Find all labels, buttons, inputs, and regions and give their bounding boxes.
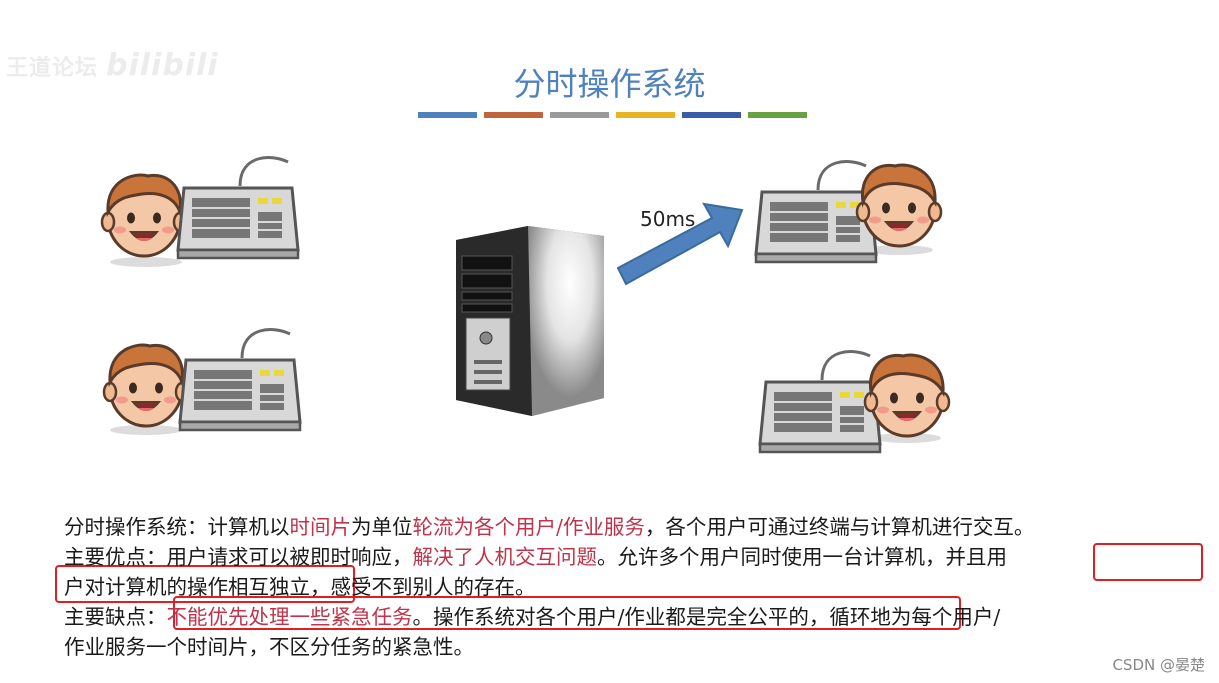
user-face-icon bbox=[100, 173, 188, 258]
csdn-credit: CSDN @晏楚 bbox=[1112, 656, 1205, 674]
arrow-icon bbox=[616, 202, 744, 286]
keyboard-icon bbox=[178, 328, 302, 432]
color-bar bbox=[418, 112, 477, 118]
text-line-advantages: 主要优点：用户请求可以被即时响应，解决了人机交互问题。允许多个用户同时使用一台计… bbox=[64, 545, 1007, 569]
keyboard-icon bbox=[758, 350, 882, 454]
color-bar bbox=[550, 112, 609, 118]
server-icon bbox=[456, 226, 604, 416]
watermark: 王道论坛 bilibili bbox=[6, 48, 219, 83]
text-line-disadvantages-cont: 作业服务一个时间片，不区分任务的紧急性。 bbox=[64, 635, 474, 659]
description-text: 分时操作系统：计算机以时间片为单位轮流为各个用户/作业服务，各个用户可通过终端与… bbox=[64, 512, 1214, 662]
watermark-text: 王道论坛 bbox=[6, 56, 99, 81]
color-bar bbox=[748, 112, 807, 118]
title-color-bars bbox=[418, 112, 807, 118]
time-slice-label: 50ms bbox=[640, 207, 696, 231]
color-bar bbox=[682, 112, 741, 118]
text-line-advantages-cont: 户对计算机的操作相互独立，感受不到别人的存在。 bbox=[64, 575, 536, 599]
color-bar bbox=[616, 112, 675, 118]
color-bar bbox=[484, 112, 543, 118]
keyboard-icon bbox=[176, 156, 300, 260]
text-line-definition: 分时操作系统：计算机以时间片为单位轮流为各个用户/作业服务，各个用户可通过终端与… bbox=[64, 515, 1035, 539]
bilibili-logo: bilibili bbox=[106, 48, 219, 83]
slide-title: 分时操作系统 bbox=[513, 65, 706, 103]
text-line-disadvantages: 主要缺点：不能优先处理一些紧急任务。操作系统对各个用户/作业都是完全公平的，循环… bbox=[64, 605, 1001, 629]
user-face-icon bbox=[102, 343, 190, 428]
